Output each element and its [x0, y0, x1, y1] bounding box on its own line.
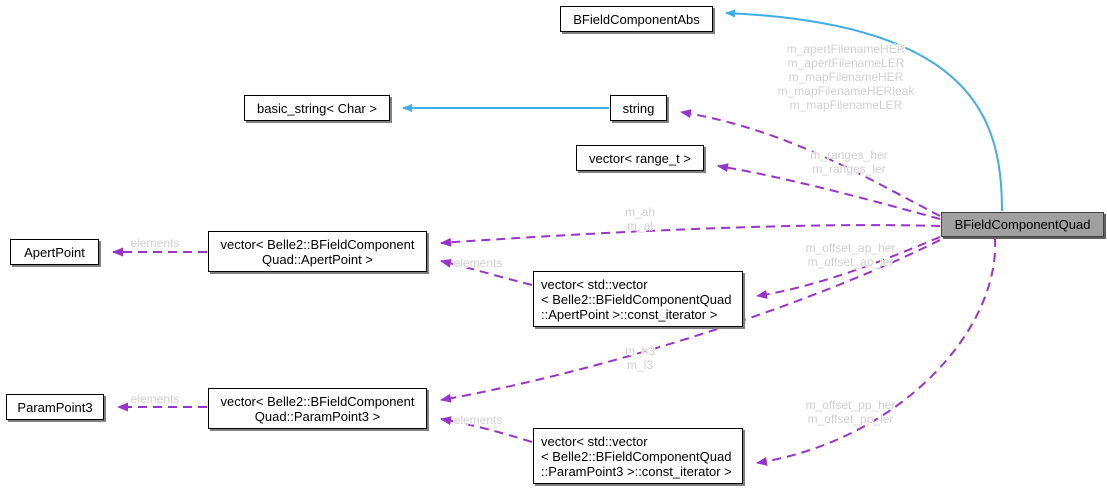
edge-usage-vector-apertpoint — [440, 224, 941, 247]
node-basic-string[interactable]: basic_string< Char > — [244, 95, 390, 121]
node-vector-parampoint3-const-iterator[interactable]: vector< std::vector < Belle2::BFieldComp… — [533, 428, 743, 484]
edge-elements-parampoint3-iterator — [440, 416, 533, 443]
node-vector-apertpoint-const-iterator[interactable]: vector< std::vector < Belle2::BFieldComp… — [533, 271, 743, 327]
node-vector-range-t[interactable]: vector< range_t > — [576, 145, 704, 171]
node-bfieldcomponentquad[interactable]: BFieldComponentQuad — [941, 212, 1104, 237]
node-string[interactable]: string — [610, 95, 667, 121]
edge-usage-vector-parampoint3 — [440, 239, 941, 403]
edge-label-h3-l3: m_h3 m_l3 — [624, 344, 656, 372]
edge-label-elements-parampoint3-left: elements — [130, 392, 180, 406]
edge-label-filenames: m_apertFilenameHER m_apertFilenameLER m_… — [777, 42, 915, 112]
node-vector-apertpoint[interactable]: vector< Belle2::BFieldComponent Quad::Ap… — [208, 231, 427, 272]
edge-usage-string — [680, 109, 941, 217]
edge-usage-apertpoint-iterator — [756, 236, 941, 299]
node-vector-parampoint3[interactable]: vector< Belle2::BFieldComponent Quad::Pa… — [208, 388, 427, 429]
edge-label-elements-parampoint3-iterator: elements — [453, 413, 503, 427]
edge-label-ranges: m_ranges_her m_ranges_ler — [810, 148, 888, 176]
node-parampoint3[interactable]: ParamPoint3 — [6, 394, 104, 420]
edge-label-elements-apertpoint-iterator: elements — [453, 256, 503, 270]
edge-label-ah-al: m_ah m_al — [624, 205, 656, 233]
node-bfieldcomponentabs[interactable]: BFieldComponentAbs — [560, 6, 713, 32]
edge-label-elements-apertpoint-left: elements — [130, 236, 180, 250]
edge-label-offset-ap: m_offset_ap_her m_offset_ap_ler — [805, 241, 896, 269]
edge-label-offset-pp: m_offset_pp_her m_offset_pp_ler — [805, 398, 896, 426]
edge-usage-parampoint3-iterator — [756, 237, 997, 466]
edge-elements-apertpoint-iterator — [440, 258, 533, 286]
edge-usage-range-t — [717, 163, 941, 220]
node-apertpoint[interactable]: ApertPoint — [10, 239, 99, 265]
edge-inheritance-abs — [725, 9, 1003, 212]
